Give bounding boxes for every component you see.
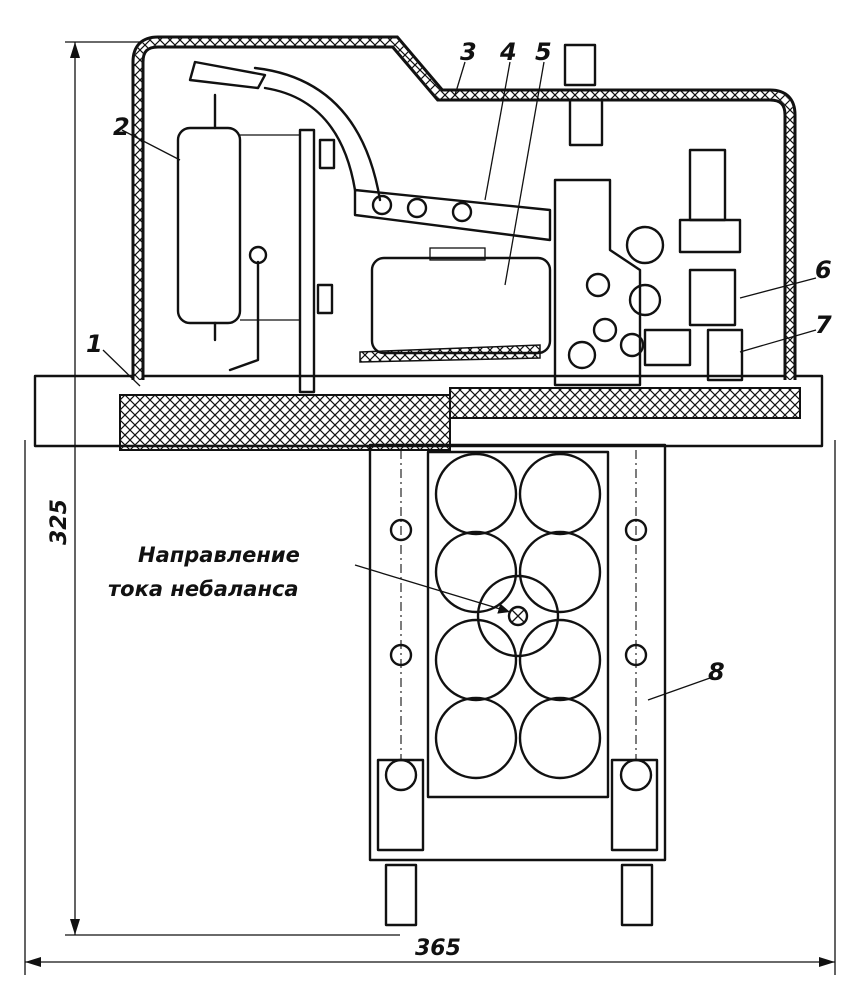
dimension-height-value: 325 xyxy=(47,499,72,545)
callout-6: 6 xyxy=(815,256,832,284)
caption-line-2: тока небаланса xyxy=(108,577,299,601)
callout-labels: 1 2 3 4 5 6 7 8 xyxy=(86,38,832,686)
callout-4: 4 xyxy=(499,38,517,66)
leader-lines xyxy=(102,61,817,701)
mounting-base xyxy=(33,374,824,451)
callout-8: 8 xyxy=(708,658,725,686)
callout-2: 2 xyxy=(113,113,130,141)
current-direction-marker xyxy=(507,605,529,627)
dimension-width xyxy=(24,440,836,975)
callout-7: 7 xyxy=(815,311,832,339)
unbalance-current-caption: Направление тока небаланса xyxy=(108,543,300,601)
caption-line-1: Направление xyxy=(138,543,300,567)
component-magnet xyxy=(359,247,552,363)
dimension-width-value: 365 xyxy=(415,936,461,961)
callout-5: 5 xyxy=(535,38,552,66)
callout-1: 1 xyxy=(86,330,103,358)
dimension-height xyxy=(65,41,400,936)
contact-mechanism xyxy=(553,43,744,387)
lever-arm xyxy=(188,60,552,242)
callout-3: 3 xyxy=(460,38,477,66)
component-coil xyxy=(176,93,336,394)
housing-cover xyxy=(131,35,797,380)
current-transformer xyxy=(368,443,667,927)
